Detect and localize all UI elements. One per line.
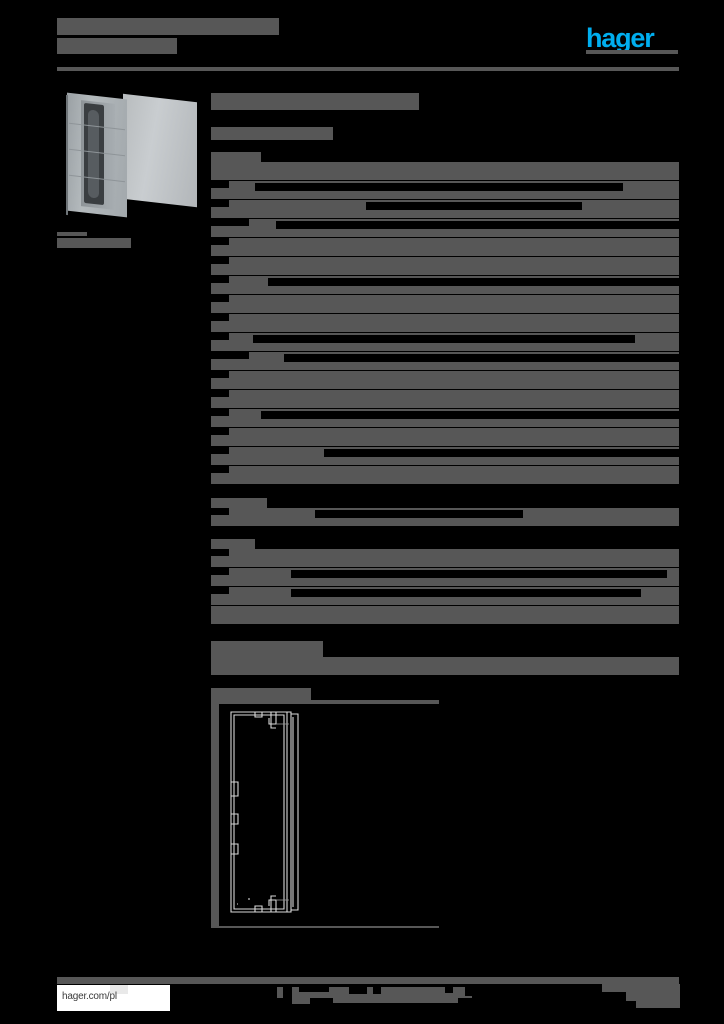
product-caption-top [57, 232, 87, 236]
spec-group-label [211, 641, 323, 657]
page-header: hager [0, 0, 724, 76]
spec-row-value [284, 354, 679, 362]
header-divider [57, 67, 679, 71]
content-heading [211, 93, 419, 110]
spec-row-label [211, 314, 229, 321]
enclosure-rail-inner [88, 109, 99, 199]
spec-row-label [211, 447, 229, 454]
page-subtitle [182, 26, 277, 35]
spec-table-4 [211, 657, 679, 676]
spec-group-label [211, 152, 261, 162]
product-caption [57, 238, 131, 248]
spec-row-label [211, 508, 229, 515]
spec-row [211, 238, 679, 257]
spec-row [211, 276, 679, 295]
spec-row-label [211, 276, 229, 283]
hager-logo-text: hager [586, 23, 655, 53]
spec-row-value [261, 411, 679, 419]
spec-row-label [211, 295, 229, 302]
footer-divider [57, 977, 679, 984]
enclosure-door [123, 93, 197, 208]
spec-row [211, 333, 679, 352]
spec-row-value [253, 335, 635, 343]
spec-row-label [211, 587, 229, 594]
spec-row-label [211, 371, 229, 378]
spec-row-value [268, 278, 679, 286]
spec-row [211, 587, 679, 606]
hager-logo[interactable]: hager [586, 23, 678, 54]
spec-row [211, 219, 679, 238]
spec-group-label [211, 498, 267, 508]
spec-table-3 [211, 549, 679, 625]
spec-row-value [276, 221, 679, 229]
spec-row-value [255, 183, 623, 191]
spec-row [211, 352, 679, 371]
spec-table-2 [211, 508, 679, 527]
page-title-line-2 [57, 38, 177, 54]
content-subheading [211, 127, 333, 140]
spec-row [211, 657, 679, 676]
technical-drawing-canvas [219, 704, 439, 926]
spec-row-value [366, 202, 582, 210]
spec-row [211, 390, 679, 409]
product-photo [57, 88, 197, 218]
spec-row-value [324, 449, 679, 457]
technical-drawing-panel [211, 700, 439, 928]
spec-row [211, 549, 679, 568]
spec-row [211, 257, 679, 276]
spec-row [211, 314, 679, 333]
spec-table-1 [211, 162, 679, 485]
spec-row-label [211, 219, 249, 226]
spec-row-label [211, 428, 229, 435]
spec-row-label [211, 200, 229, 207]
spec-row [211, 295, 679, 314]
spec-row-label [211, 390, 229, 397]
spec-row [211, 466, 679, 485]
drawing-title [211, 688, 311, 700]
enclosure-left-edge [66, 94, 68, 216]
spec-group-label [211, 539, 255, 549]
spec-row [211, 447, 679, 466]
spec-row-label [211, 352, 249, 359]
spec-row-label [211, 568, 229, 575]
spec-row-label [211, 549, 229, 556]
spec-row [211, 200, 679, 219]
footer-url-link[interactable]: hager.com/pl [62, 991, 117, 1002]
spec-row [211, 162, 679, 181]
spec-row [211, 181, 679, 200]
spec-row-label [211, 466, 229, 473]
spec-row [211, 606, 679, 625]
product-image-column [57, 88, 197, 248]
spec-row-label [211, 181, 229, 188]
spec-row-value [291, 589, 641, 597]
footer-page-number [602, 984, 680, 1012]
footer-url-box[interactable]: hager.com/pl [57, 985, 170, 1011]
spec-row-label [211, 409, 229, 416]
spec-row-label [211, 333, 229, 340]
enclosure-section-drawing [230, 711, 299, 913]
spec-row [211, 428, 679, 447]
footer-url-highlight [110, 985, 128, 994]
logo-underline [586, 50, 678, 54]
footer-center-text [277, 987, 472, 1009]
spec-row [211, 409, 679, 428]
spec-row-label [211, 238, 229, 245]
spec-row-label [211, 257, 229, 264]
spec-row-value [315, 510, 523, 518]
main-content-column [211, 88, 679, 676]
spec-row [211, 508, 679, 527]
spec-row [211, 371, 679, 390]
spec-row [211, 568, 679, 587]
spec-row-value [291, 570, 667, 578]
